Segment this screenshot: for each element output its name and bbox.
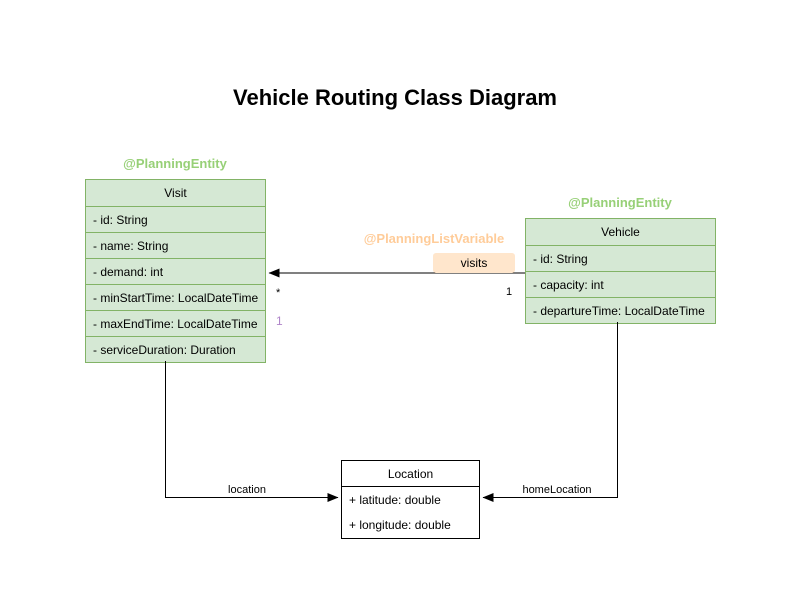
class-attribute: - capacity: int — [526, 271, 715, 297]
class-attribute: - name: String — [86, 232, 265, 258]
diagram-title: Vehicle Routing Class Diagram — [233, 85, 557, 110]
location-class-name: Location — [387, 466, 434, 481]
class-attribute: - minStartTime: LocalDateTime — [86, 284, 265, 310]
class-attribute: - id: String — [86, 206, 265, 232]
visit-planning-entity-annotation: @PlanningEntity — [123, 156, 227, 171]
location-class: Location + latitude: double + longitude: … — [341, 460, 480, 539]
location-class-attributes: + latitude: double + longitude: double — [342, 486, 479, 538]
class-attribute: - id: String — [526, 245, 715, 271]
class-attribute: - demand: int — [86, 258, 265, 284]
visit-class: Visit - id: String- name: String- demand… — [85, 179, 266, 363]
class-attribute: + longitude: double — [349, 518, 451, 532]
visit-class-name: Visit — [164, 186, 187, 200]
home-location-edge-label: homeLocation — [520, 484, 594, 496]
visits-edge-label: visits — [433, 253, 515, 273]
home-location-association-arrow — [482, 322, 618, 502]
visit-class-attributes: - id: String- name: String- demand: int-… — [86, 206, 265, 362]
class-attribute: + latitude: double — [342, 486, 479, 512]
vehicle-class: Vehicle - id: String- capacity: int- dep… — [525, 218, 716, 324]
vehicle-class-name: Vehicle — [601, 225, 640, 239]
visits-target-multiplicity: * — [276, 287, 281, 299]
class-attribute: - departureTime: LocalDateTime — [526, 297, 715, 323]
class-attribute: - serviceDuration: Duration — [86, 336, 265, 362]
planning-list-variable-annotation: @PlanningListVariable — [363, 231, 505, 246]
visits-order-index: 1 — [276, 314, 283, 328]
vehicle-class-attributes: - id: String- capacity: int- departureTi… — [526, 245, 715, 323]
location-association-arrow — [165, 361, 339, 502]
class-attribute: - maxEndTime: LocalDateTime — [86, 310, 265, 336]
visits-source-multiplicity: 1 — [506, 286, 513, 298]
vehicle-planning-entity-annotation: @PlanningEntity — [568, 195, 672, 210]
location-edge-label: location — [226, 484, 268, 496]
